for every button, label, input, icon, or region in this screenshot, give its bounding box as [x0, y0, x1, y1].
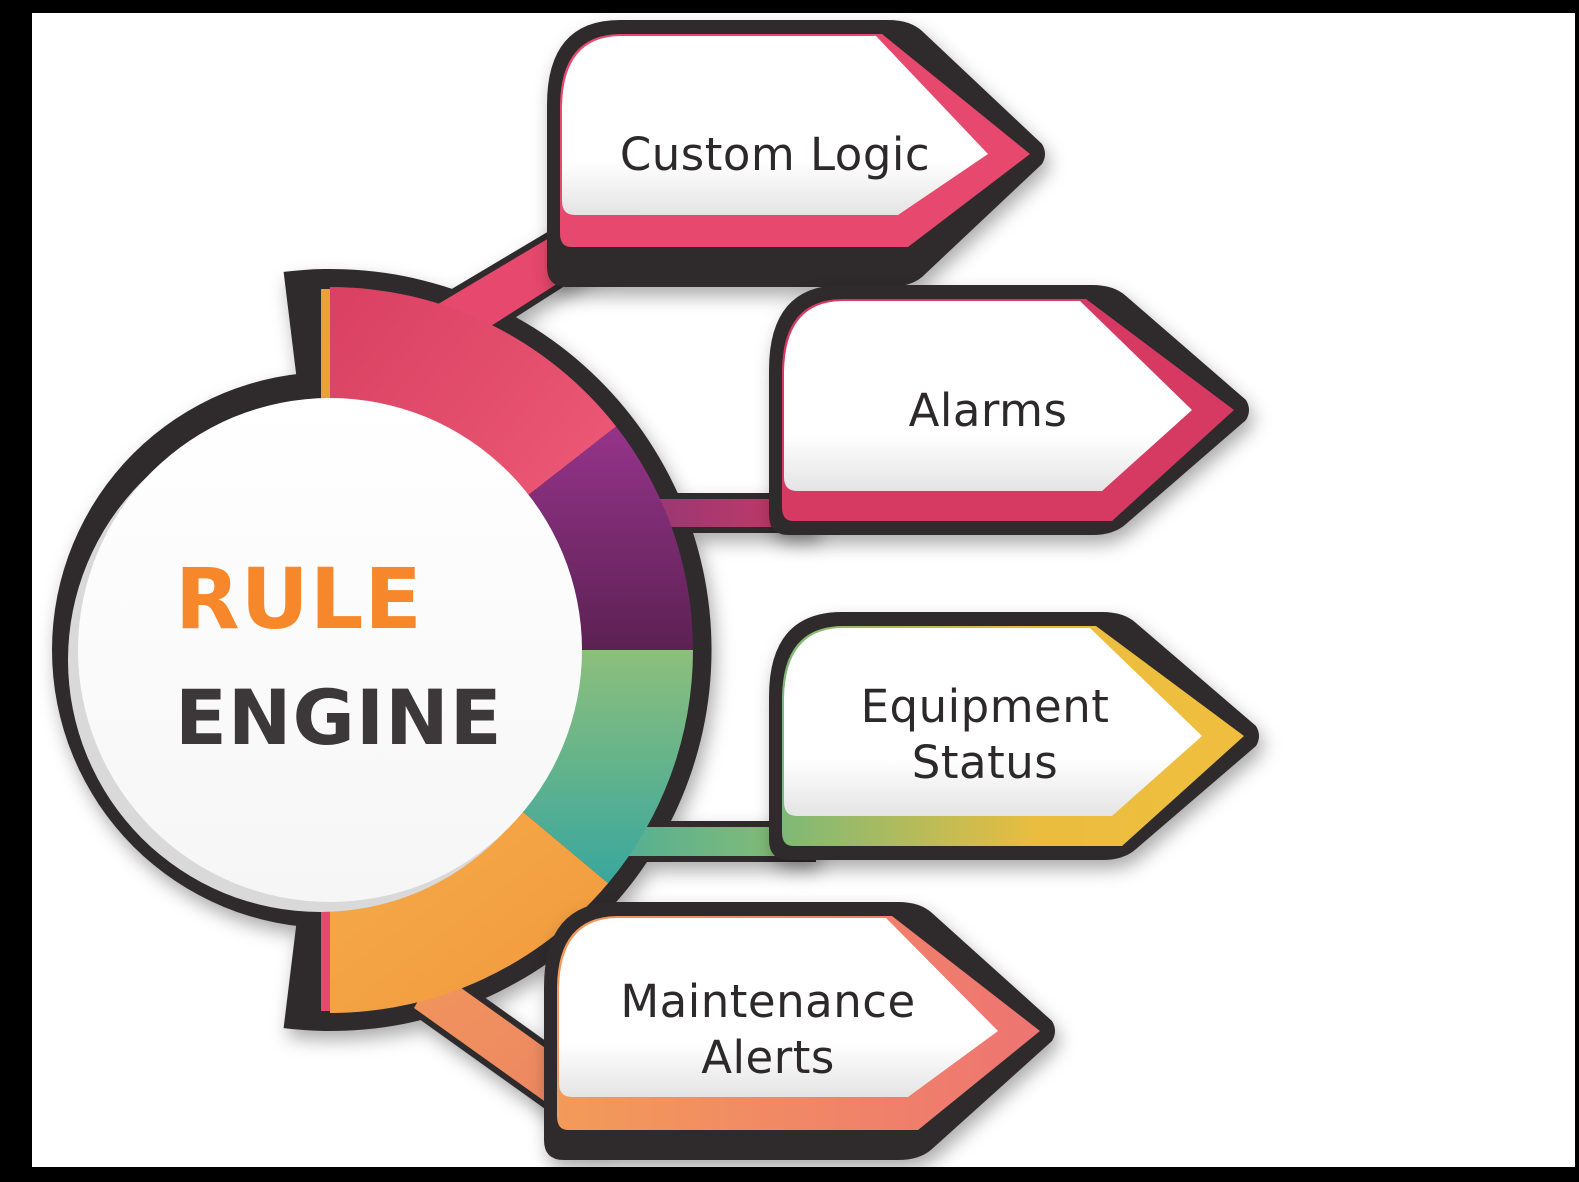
- canvas-border-right: [1575, 0, 1579, 1182]
- banner-equipment-status-label-line2: Status: [912, 736, 1058, 789]
- ring-segment-red: [330, 287, 617, 501]
- banner-custom-logic: Custom Logic: [547, 20, 1045, 287]
- banner-equipment-status-body: [784, 628, 1202, 816]
- canvas-border-top: [0, 0, 1579, 13]
- canvas-border-bottom: [0, 1167, 1579, 1182]
- banner-maintenance-alerts: Maintenance Alerts: [544, 902, 1055, 1160]
- ring-segment-orange: [330, 805, 609, 1013]
- center-disc: [78, 398, 582, 902]
- banner-alarms: Alarms: [769, 285, 1249, 535]
- center-title-line2: ENGINE: [175, 673, 503, 762]
- banner-alarms-body: [784, 301, 1192, 491]
- banner-maintenance-alerts-body: [559, 918, 998, 1097]
- banner-custom-logic-body: [562, 36, 988, 215]
- banner-equipment-status-label-line1: Equipment: [861, 680, 1110, 733]
- banner-maintenance-alerts-label-line2: Alerts: [701, 1031, 835, 1084]
- banner-maintenance-alerts-label-line1: Maintenance: [620, 975, 915, 1028]
- canvas-border-left: [0, 0, 32, 1182]
- banner-custom-logic-label: Custom Logic: [620, 128, 930, 181]
- banner-equipment-status: Equipment Status: [769, 612, 1259, 860]
- banner-alarms-label: Alarms: [909, 384, 1068, 437]
- ring-segment-green: [515, 650, 693, 884]
- ring-sliver-bottom: [321, 893, 330, 1011]
- ring-sliver-top: [321, 289, 330, 407]
- center-title-line1: RULE: [175, 550, 423, 648]
- ring-segment-purple: [520, 426, 693, 650]
